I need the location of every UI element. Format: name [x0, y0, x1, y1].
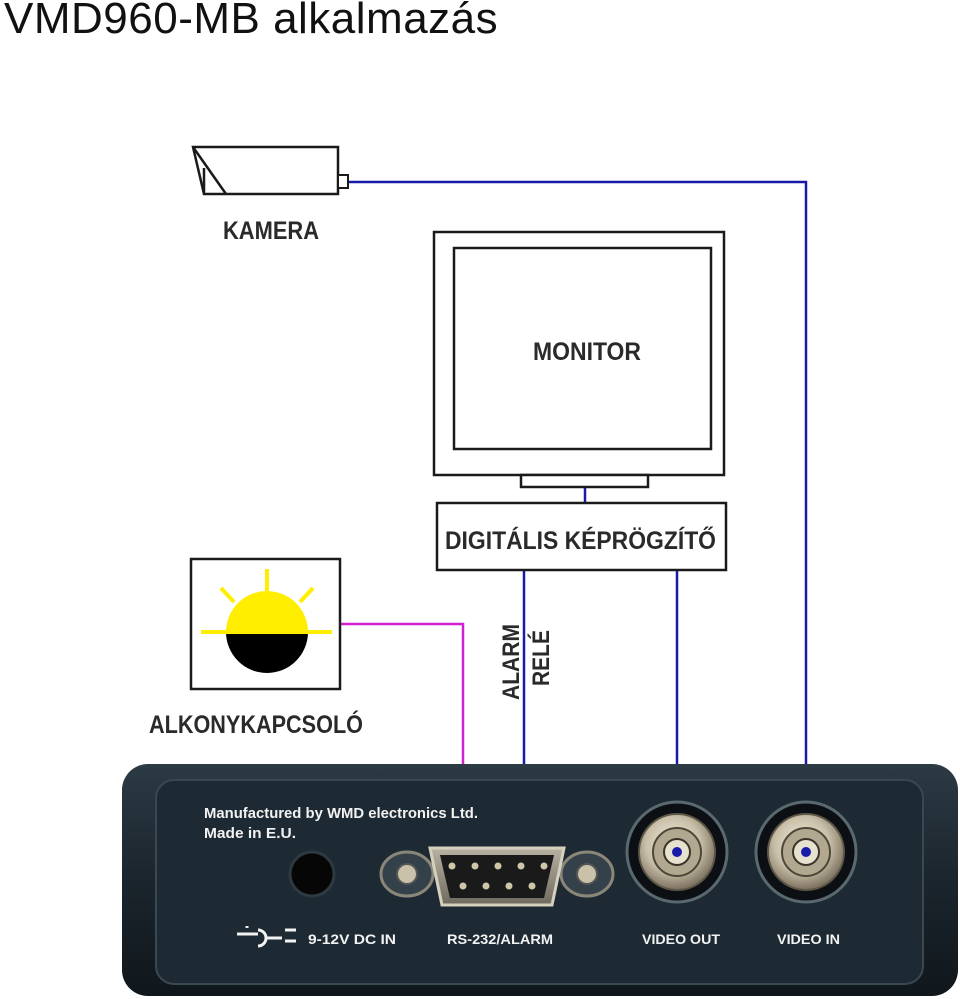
device-rear-panel: Manufactured by WMD electronics Ltd. Mad… [122, 764, 958, 996]
video-out-label: VIDEO OUT [642, 931, 720, 947]
dusk-switch [189, 557, 342, 691]
camera [191, 145, 349, 196]
video-in-bnc-connector [754, 800, 858, 904]
relay-label: RELÉ [527, 630, 555, 686]
monitor-screen [452, 246, 713, 451]
made-in-text: Made in E.U. [204, 825, 296, 842]
dc-in-label: 9-12V DC IN [308, 931, 396, 947]
dc-polarity-icon [237, 926, 296, 948]
power-jack [288, 850, 336, 898]
video-in-label: VIDEO IN [777, 931, 840, 947]
manufacturer-text: Manufactured by WMD electronics Ltd. [204, 805, 478, 822]
camera-label: KAMERA [223, 217, 319, 245]
camera-body [191, 145, 340, 196]
page-title: VMD960-MB alkalmazás [4, 0, 499, 43]
rs232-connector [379, 846, 615, 907]
monitor [432, 230, 726, 489]
recorder-box [435, 501, 728, 572]
video-out-bnc-connector [625, 800, 729, 904]
camera-connector [337, 174, 349, 189]
alarm-label: ALARM [498, 624, 525, 700]
sun-lower-half [226, 632, 308, 673]
dusk-switch-label: ALKONYKAPCSOLÓ [149, 709, 363, 739]
camera-video-wire [348, 180, 808, 852]
monitor-stand [519, 473, 650, 489]
recorder-label: DIGITÁLIS KÉPRÖGZÍTŐ [445, 526, 716, 555]
monitor-label: MONITOR [533, 338, 641, 366]
sun-upper-half [226, 591, 308, 632]
dusk-switch-wire [340, 622, 465, 828]
sun-icon [219, 569, 315, 604]
rs232-label: RS-232/ALARM [447, 931, 553, 947]
